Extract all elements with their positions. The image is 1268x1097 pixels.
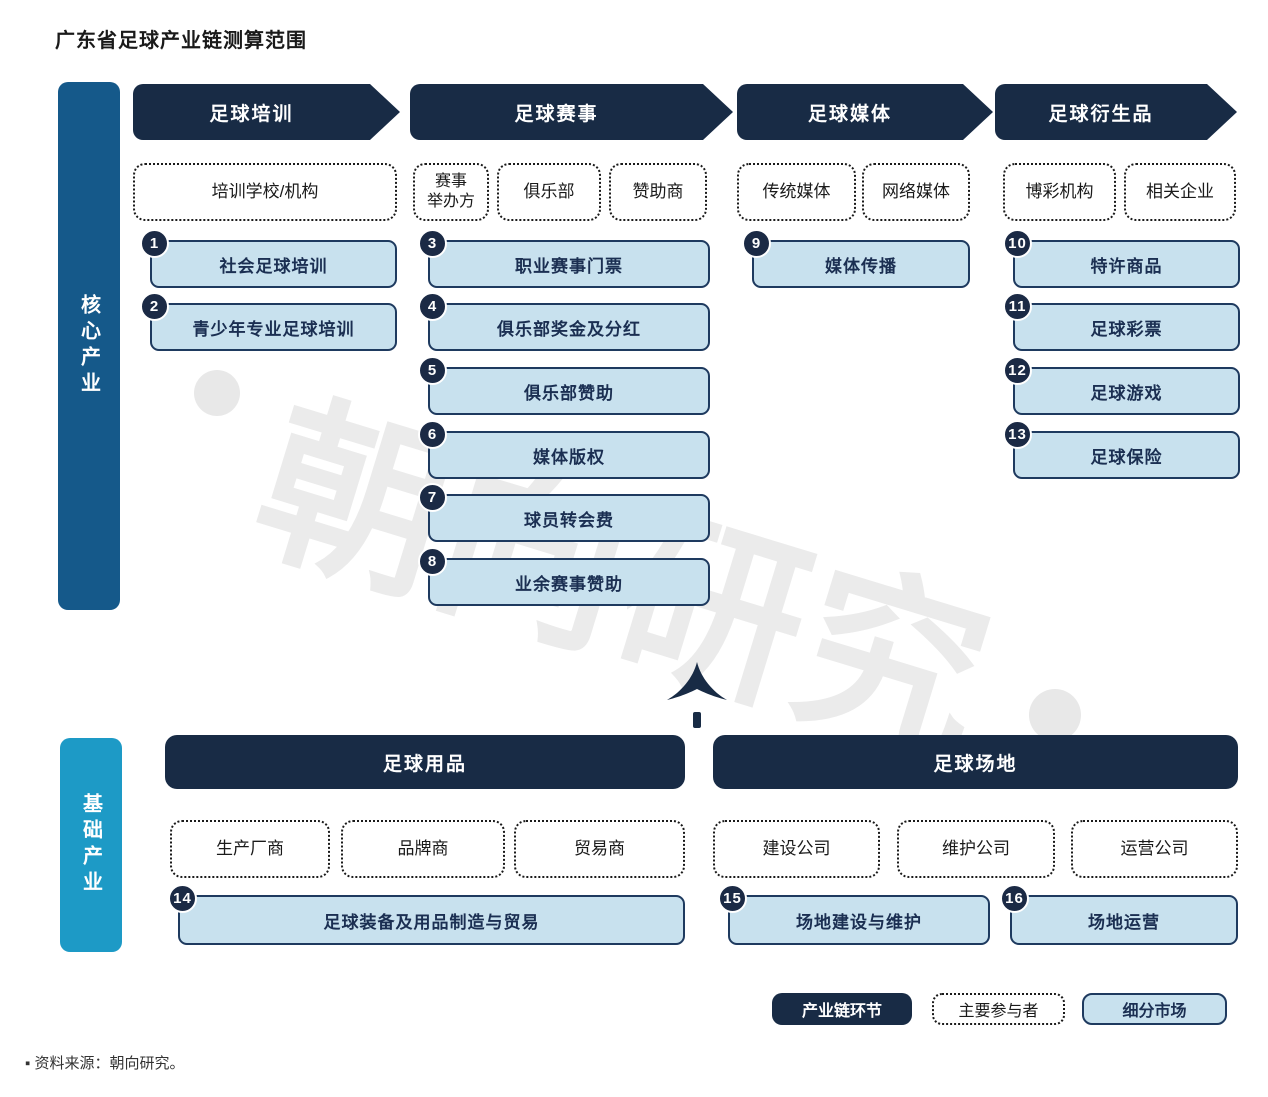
number-badge: 5 [418, 356, 447, 385]
page-title: 广东省足球产业链测算范围 [55, 30, 307, 52]
number-badge: 13 [1003, 420, 1032, 449]
number-badge: 3 [418, 229, 447, 258]
market-label: 球员转会费 [524, 510, 614, 530]
participant-operating-companies: 运营公司 [1071, 820, 1238, 878]
number-badge: 6 [418, 420, 447, 449]
banner-football-media: 足球媒体 [737, 84, 993, 140]
participant-training-schools: 培训学校/机构 [133, 163, 397, 221]
market-amateur-event-sponsorship: 8 业余赛事赞助 [418, 547, 710, 606]
participant-clubs: 俱乐部 [497, 163, 601, 221]
market-player-transfer-fees: 7 球员转会费 [418, 483, 710, 542]
legend-chain-link: 产业链环节 [772, 993, 912, 1025]
market-label: 社会足球培训 [219, 256, 328, 276]
number-badge: 16 [1000, 884, 1029, 913]
market-label: 青少年专业足球培训 [192, 319, 355, 339]
source-text: 资料来源：朝向研究。 [34, 1055, 185, 1072]
market-football-games: 12 足球游戏 [1003, 356, 1240, 415]
market-label: 业余赛事赞助 [515, 574, 623, 594]
up-arrow-icon [667, 662, 727, 728]
participant-brand-owners: 品牌商 [341, 820, 505, 878]
banner-football-training: 足球培训 [133, 84, 400, 140]
market-label: 场地建设与维护 [796, 912, 922, 932]
number-badge: 2 [140, 292, 169, 321]
participant-related-companies: 相关企业 [1124, 163, 1236, 221]
market-media-broadcasting: 9 媒体传播 [742, 229, 970, 288]
market-youth-football-training: 2 青少年专业足球培训 [140, 292, 397, 351]
watermark-dot [194, 370, 240, 416]
number-badge: 15 [718, 884, 747, 913]
participant-manufacturers: 生产厂商 [170, 820, 330, 878]
core-industry-bar: 核心产业 [58, 82, 120, 610]
market-media-rights: 6 媒体版权 [418, 420, 710, 479]
number-badge: 14 [168, 884, 197, 913]
market-club-prize-dividends: 4 俱乐部奖金及分红 [418, 292, 710, 351]
participant-traditional-media: 传统媒体 [737, 163, 856, 221]
participant-sponsors: 赞助商 [609, 163, 707, 221]
number-badge: 11 [1003, 292, 1032, 321]
number-badge: 1 [140, 229, 169, 258]
header-football-equipment: 足球用品 [165, 735, 685, 789]
market-venue-operation: 16 场地运营 [1000, 884, 1238, 945]
number-badge: 7 [418, 483, 447, 512]
market-label: 特许商品 [1090, 256, 1163, 276]
number-badge: 12 [1003, 356, 1032, 385]
number-badge: 10 [1003, 229, 1032, 258]
market-label: 足球装备及用品制造与贸易 [323, 912, 540, 932]
banner-football-events: 足球赛事 [410, 84, 733, 140]
watermark-dot [1029, 689, 1081, 741]
market-label: 足球游戏 [1090, 383, 1163, 403]
number-badge: 4 [418, 292, 447, 321]
market-label: 足球保险 [1090, 447, 1163, 467]
participant-event-organizers: 赛事 举办方 [413, 163, 489, 221]
participant-traders: 贸易商 [514, 820, 685, 878]
market-football-lottery: 11 足球彩票 [1003, 292, 1240, 351]
participant-construction-companies: 建设公司 [713, 820, 880, 878]
source-note: ▪ 资料来源：朝向研究。 [25, 1052, 185, 1073]
banner-football-derivatives: 足球衍生品 [995, 84, 1237, 140]
base-industry-bar: 基础产业 [60, 738, 122, 952]
market-label: 俱乐部赞助 [524, 383, 614, 403]
participant-online-media: 网络媒体 [862, 163, 970, 221]
legend-market-segments: 细分市场 [1082, 993, 1227, 1025]
number-badge: 8 [418, 547, 447, 576]
market-pro-match-tickets: 3 职业赛事门票 [418, 229, 710, 288]
source-bullet: ▪ [25, 1055, 31, 1072]
number-badge: 9 [742, 229, 771, 258]
legend-main-participants: 主要参与者 [932, 993, 1065, 1025]
market-label: 媒体传播 [825, 256, 897, 276]
market-club-sponsorship: 5 俱乐部赞助 [418, 356, 710, 415]
market-label: 俱乐部奖金及分红 [497, 319, 641, 339]
market-venue-construction-maintenance: 15 场地建设与维护 [718, 884, 990, 945]
market-label: 媒体版权 [533, 447, 605, 467]
header-football-venues: 足球场地 [713, 735, 1238, 789]
market-label: 场地运营 [1088, 912, 1160, 932]
participant-betting-agencies: 博彩机构 [1003, 163, 1116, 221]
market-equipment-manufacturing-trade: 14 足球装备及用品制造与贸易 [168, 884, 685, 945]
market-label: 足球彩票 [1090, 319, 1163, 339]
participant-maintenance-companies: 维护公司 [897, 820, 1055, 878]
market-football-insurance: 13 足球保险 [1003, 420, 1240, 479]
market-label: 职业赛事门票 [515, 256, 623, 276]
market-social-football-training: 1 社会足球培训 [140, 229, 397, 288]
market-licensed-merchandise: 10 特许商品 [1003, 229, 1240, 288]
